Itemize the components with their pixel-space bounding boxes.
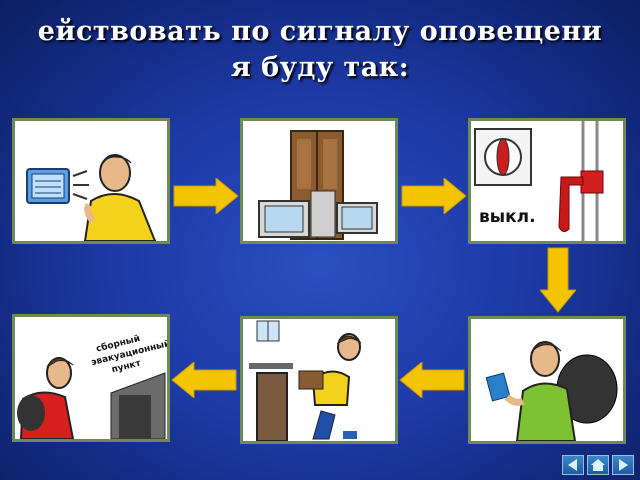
card-take-documents [468,316,626,444]
arrow-right-1 [173,178,239,214]
next-slide-button[interactable] [612,455,634,475]
switch-off-label: выкл. [479,207,536,227]
home-button[interactable] [587,455,609,475]
slide-title: ействовать по сигналу оповещени я буду т… [0,14,640,86]
evacuation-point-illustration: сборный эвакуационный пункт [17,333,167,439]
leave-building-illustration [249,320,362,441]
hear-alarm-illustration [26,154,157,241]
documents-illustration [485,341,618,441]
home-icon [591,459,605,471]
card-switch-off: выкл. [468,118,626,244]
card-appliances [240,118,398,244]
appliances-illustration [258,130,378,240]
card-evacuation-point: сборный эвакуационный пункт [12,314,170,442]
card-hear-alarm [12,118,170,244]
arrow-right-2 [401,178,467,214]
prev-slide-button[interactable] [562,455,584,475]
switch-illustration [474,121,604,241]
arrow-left-1 [399,362,465,398]
arrow-left-2 [171,362,237,398]
triangle-left-icon [568,459,577,471]
triangle-right-icon [619,459,628,471]
card-leave-building [240,316,398,444]
arrow-down [540,247,576,313]
title-line-1: ействовать по сигналу оповещени [37,16,603,47]
title-line-2: я буду так: [230,52,410,83]
